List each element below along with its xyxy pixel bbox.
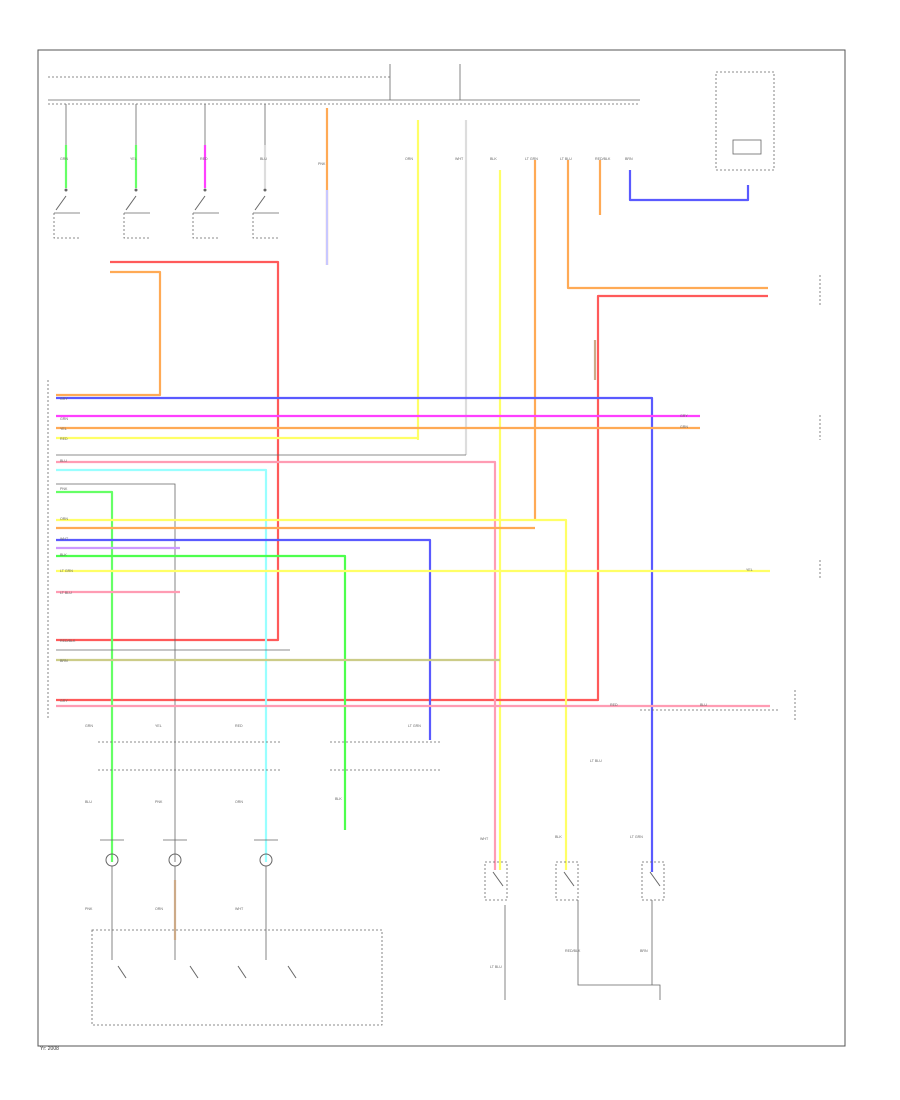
switch-contact [649,871,661,887]
wire-blue-lower [56,538,432,740]
wire-orange-left [56,270,162,397]
switch-contact [563,871,575,887]
wire-red-loop [56,294,768,702]
wire-label: GRY [60,397,68,401]
wire-label: LT BLU [60,591,72,595]
wire-label: LT GRN [630,835,643,839]
switch-contact [55,195,67,211]
switch-housing-line [53,213,80,239]
wire-label: BLK [490,157,497,161]
wire-label: LT GRN [408,724,421,728]
wire-label: LT GRN [525,157,538,161]
wire-label: GRN [60,417,68,421]
switch-contact [117,965,127,979]
components-layer [37,49,846,1047]
control-unit-module [732,139,762,155]
wire-label: BLK [60,553,67,557]
wire-label: PNK [155,800,163,804]
ground-line [577,900,661,1000]
wire-label: RED/BLK [595,157,611,161]
wire-label: GRN [680,425,688,429]
wire-yellow-right [56,518,568,870]
wire-label: GRN [85,724,93,728]
wire-red-left [56,260,280,642]
connector-pin [134,188,138,192]
wire-label: RED/BLK [60,639,76,643]
wire-white-branch [56,483,176,862]
switch-contact [194,195,206,211]
switch-contact [125,195,137,211]
wire-label: YEL [60,427,67,431]
wire-label: RED [200,157,208,161]
wire-label: ORN [235,800,243,804]
wire-label: LT BLU [490,965,502,969]
corner-label: Yr: 2008 [40,1046,59,1052]
wire-label: YEL [746,568,753,572]
wire-label: RED [610,703,618,707]
wire-label: BRN [60,659,68,663]
connector-pin [263,188,267,192]
switch-block [555,861,579,901]
switch-housing-line [192,213,219,239]
wire-label: GRY [60,699,68,703]
switch-housing-line [252,213,279,239]
lamp-bulb [259,853,273,867]
wire-label: ORN [60,517,68,521]
wire-lightgreen-branch [56,490,114,862]
wire-label: BLK [555,835,562,839]
switch-contact [237,965,247,979]
wire-label: BLU [60,459,67,463]
wire-label: BLU [260,157,267,161]
wire-label: LT BLU [560,157,572,161]
connector-pin [203,188,207,192]
connector-pin [64,188,68,192]
lamp-bulb [168,853,182,867]
wire-label: PNK [318,162,326,166]
wire-label: WHT [480,837,489,841]
lamp-bulb [105,853,119,867]
wire-label: RED/BLK [565,949,581,953]
wire-label: RED [235,724,243,728]
wire-pink-main [56,460,497,870]
wire-label: YEL [155,724,162,728]
wire-label: PNK [60,487,68,491]
control-unit-box [715,71,775,171]
wire-label: BLK [335,797,342,801]
wire-cyan-main [56,468,268,862]
wire-label: BRN [625,157,633,161]
wire-label: LT BLU [590,759,602,763]
wire-label: RED [60,437,68,441]
wire-orange-to-right [566,160,768,290]
wire-label: GRY [680,414,688,418]
wire-blue-top [628,170,750,202]
switch-contact [254,195,266,211]
wire-label: BLU [85,800,92,804]
wire-green-lower [56,554,347,830]
wire-label: LT GRN [60,569,73,573]
switch-block [484,861,508,901]
wire-label: WHT [455,157,464,161]
bottom-switch-box [91,929,383,1026]
wire-label: WHT [60,537,69,541]
wire-label: YEL [130,157,137,161]
switch-contact [189,965,199,979]
labels-layer: GRN YEL RED BLU PNK ORN WHT BLK LT GRN LT BLU RED/… [60,157,753,969]
switch-block [641,861,665,901]
diagram-frame [37,49,846,1047]
switch-housing-line [123,213,150,239]
wire-label: ORN [155,907,163,911]
wire-label: PNK [85,907,93,911]
wire-label: BRN [640,949,648,953]
wire-blue-main [56,396,654,872]
switch-contact [492,871,504,887]
wire-label: BLU [700,703,707,707]
switch-contact [287,965,297,979]
wire-label: GRN [60,157,68,161]
wire-label: ORN [405,157,413,161]
wire-label: WHT [235,907,244,911]
wires-layer [47,64,821,1000]
